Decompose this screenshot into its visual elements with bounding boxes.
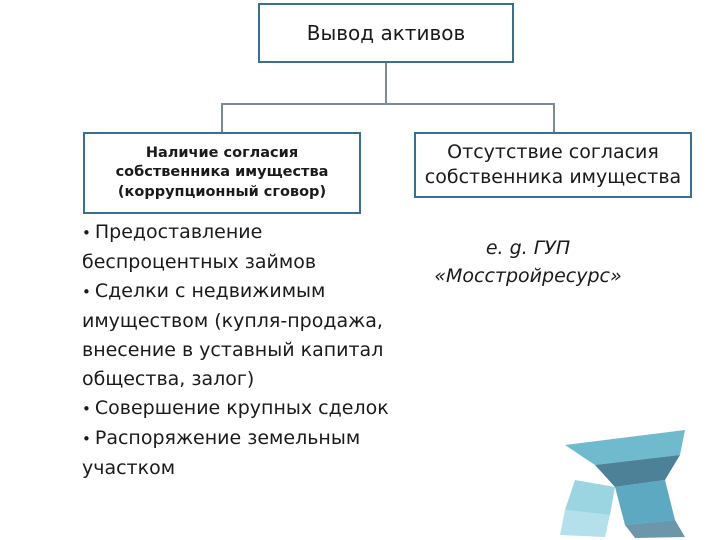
right-title-line: собственника имущества (424, 166, 682, 188)
list-item-text: Сделки с недвижимым имуществом (купля-пр… (82, 280, 384, 390)
bullet-icon: • (82, 400, 91, 418)
decorative-logo-icon (560, 430, 685, 538)
bullet-icon: • (82, 224, 91, 242)
left-title-line: Наличие согласия (145, 144, 299, 161)
root-node: Вывод активов (258, 3, 514, 63)
list-item-text: Распоряжение земельным участком (82, 427, 361, 479)
example-text: e. g. ГУП «Мосстройресурс» (408, 234, 648, 290)
list-item-text: Совершение крупных сделок (94, 397, 389, 419)
list-item: •Распоряжение земельным участком (82, 424, 392, 483)
example-line: e. g. ГУП (485, 237, 571, 259)
right-node: Отсутствие согласия собственника имущест… (414, 132, 692, 198)
connector-horizontal (221, 103, 555, 105)
list-item: •Совершение крупных сделок (82, 394, 392, 424)
bullet-icon: • (82, 430, 91, 448)
list-item: •Предоставление беспроцентных займов (82, 218, 392, 277)
right-node-title: Отсутствие согласия собственника имущест… (425, 140, 681, 189)
left-title-line: (коррупционный сговор) (117, 183, 327, 200)
left-node-title: Наличие согласия собственника имущества … (116, 144, 329, 203)
bullet-icon: • (82, 283, 91, 301)
connector-right-down (553, 103, 555, 133)
left-node: Наличие согласия собственника имущества … (83, 132, 361, 214)
connector-left-down (221, 103, 223, 133)
left-title-line: собственника имущества (115, 164, 329, 181)
example-line: «Мосстройресурс» (434, 265, 622, 287)
connector-root-down (385, 63, 387, 104)
root-title: Вывод активов (306, 21, 466, 45)
list-item: •Сделки с недвижимым имуществом (купля-п… (82, 277, 392, 394)
left-bullet-list: •Предоставление беспроцентных займов •Сд… (82, 218, 392, 483)
right-title-line: Отсутствие согласия (447, 141, 659, 164)
list-item-text: Предоставление беспроцентных займов (82, 221, 317, 273)
